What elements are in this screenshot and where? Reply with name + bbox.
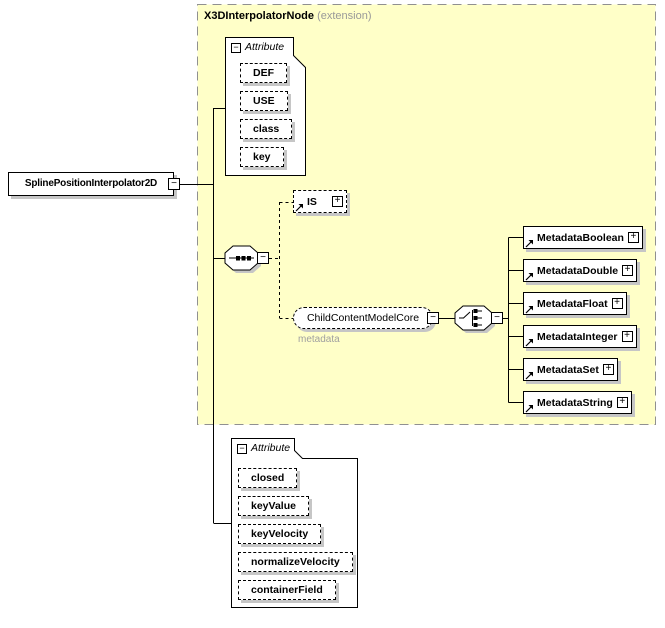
attribute-def[interactable]: DEF [240, 63, 287, 83]
reference-arrow-icon [525, 273, 533, 281]
reference-arrow-icon [525, 240, 533, 248]
reference-arrow-icon [525, 372, 533, 380]
metadata-element-label: MetadataSet [537, 363, 599, 376]
attribute-group-bottom-header: Attribute [251, 442, 291, 454]
is-element-node[interactable]: IS + [293, 190, 347, 213]
metadata-string-expand-button[interactable]: + [616, 397, 628, 408]
child-content-model-annotation: metadata [298, 334, 340, 345]
sequence-collapse-button[interactable]: − [257, 252, 269, 264]
attribute-key[interactable]: key [240, 147, 284, 167]
metadata-integer-expand-button[interactable]: + [621, 331, 633, 342]
attribute-keyvelocity[interactable]: keyVelocity [238, 524, 322, 544]
root-collapse-button[interactable]: − [168, 178, 180, 190]
metadata-set-expand-button[interactable]: + [602, 364, 614, 375]
metadata-float-node[interactable]: MetadataFloat + [523, 292, 627, 315]
attribute-containerfield[interactable]: containerField [238, 580, 336, 600]
metadata-boolean-expand-button[interactable]: + [627, 232, 639, 243]
metadata-element-label: MetadataDouble [537, 264, 619, 277]
is-expand-button[interactable]: + [332, 196, 343, 207]
reference-arrow-icon [295, 204, 303, 212]
reference-arrow-icon [525, 339, 533, 347]
sequence-compositor [224, 245, 261, 273]
metadata-element-label: MetadataInteger [537, 330, 618, 343]
root-element-node[interactable]: SplinePositionInterpolator2D − [8, 172, 180, 196]
metadata-element-label: MetadataBoolean [537, 231, 624, 244]
child-content-model-collapse-button[interactable]: − [427, 312, 439, 324]
metadata-float-expand-button[interactable]: + [611, 298, 623, 309]
root-element-label: SplinePositionInterpolator2D [24, 178, 158, 189]
choice-collapse-button[interactable]: − [491, 312, 503, 324]
metadata-set-node[interactable]: MetadataSet + [523, 358, 618, 381]
attribute-group-top-collapse-button[interactable]: − [231, 43, 241, 53]
reference-arrow-icon [525, 405, 533, 413]
attribute-class[interactable]: class [240, 119, 293, 139]
metadata-element-label: MetadataString [537, 396, 613, 409]
is-element-label: IS [307, 195, 317, 208]
extension-frame-suffix: (extension) [317, 10, 372, 22]
attribute-use[interactable]: USE [240, 91, 288, 111]
metadata-double-node[interactable]: MetadataDouble + [523, 259, 638, 282]
metadata-double-expand-button[interactable]: + [622, 265, 634, 276]
attribute-closed[interactable]: closed [238, 468, 298, 488]
metadata-string-node[interactable]: MetadataString + [523, 391, 632, 414]
choice-icon [459, 309, 482, 327]
metadata-boolean-node[interactable]: MetadataBoolean + [523, 226, 643, 249]
child-content-model-label: ChildContentModelCore [306, 312, 420, 324]
attribute-keyvalue[interactable]: keyValue [238, 496, 309, 516]
attribute-normalizevelocity[interactable]: normalizeVelocity [238, 552, 353, 572]
child-content-model-node[interactable]: ChildContentModelCore − [293, 307, 439, 329]
extension-frame-name: X3DInterpolatorNode [204, 10, 315, 22]
attribute-group-bottom-collapse-button[interactable]: − [237, 444, 247, 454]
metadata-integer-node[interactable]: MetadataInteger + [523, 325, 637, 348]
metadata-element-label: MetadataFloat [537, 297, 608, 310]
extension-frame-title: X3DInterpolatorNode (extension) [204, 10, 372, 22]
reference-arrow-icon [525, 306, 533, 314]
sequence-icon [229, 256, 254, 261]
attribute-group-top-header: Attribute [245, 41, 285, 53]
choice-compositor [454, 305, 495, 333]
